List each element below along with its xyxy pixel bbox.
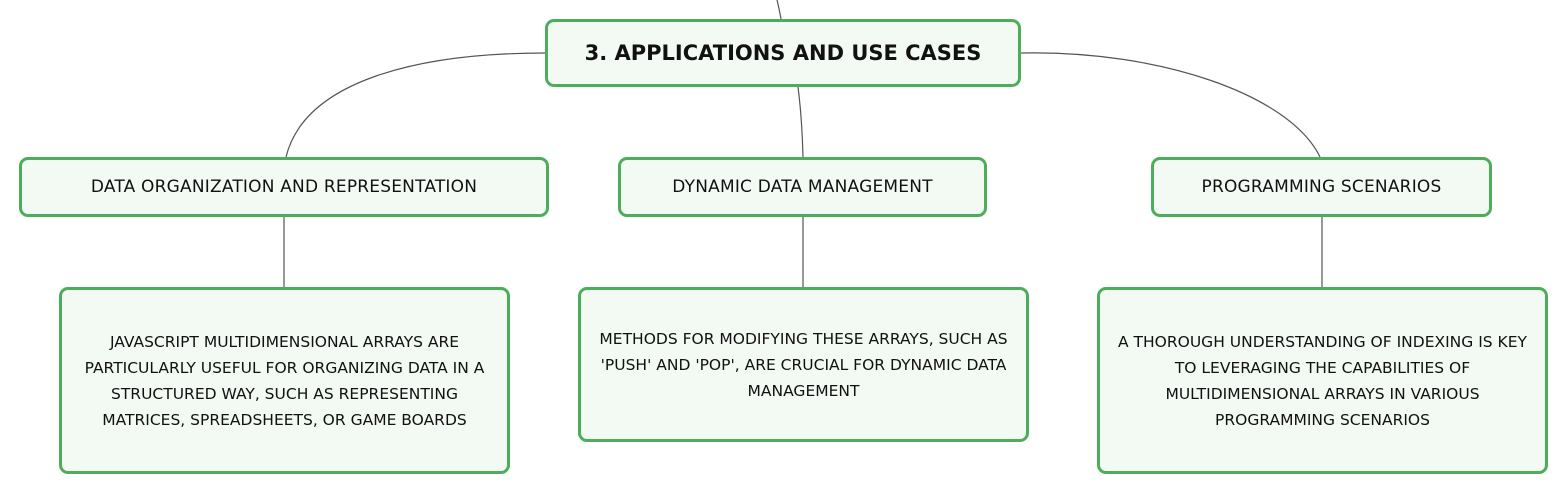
root-node-label: 3. APPLICATIONS AND USE CASES	[584, 41, 982, 65]
branch-node-label: PROGRAMMING SCENARIOS	[1201, 177, 1442, 197]
leaf-node-text: A THOROUGH UNDERSTANDING OF INDEXING IS …	[1118, 332, 1527, 429]
branch-node-programming-scenarios[interactable]: PROGRAMMING SCENARIOS	[1151, 157, 1492, 217]
leaf-node-programming-scenarios-detail[interactable]: A THOROUGH UNDERSTANDING OF INDEXING IS …	[1097, 287, 1548, 474]
leaf-node-dynamic-data-detail[interactable]: METHODS FOR MODIFYING THESE ARRAYS, SUCH…	[578, 287, 1029, 442]
branch-node-label: DYNAMIC DATA MANAGEMENT	[672, 177, 933, 197]
connector-root-to-branch-3	[1020, 52, 1321, 158]
branch-node-data-organization[interactable]: DATA ORGANIZATION AND REPRESENTATION	[19, 157, 549, 217]
connector-root-to-branch-1	[285, 52, 546, 158]
branch-node-label: DATA ORGANIZATION AND REPRESENTATION	[90, 177, 478, 197]
leaf-node-data-organization-detail[interactable]: JAVASCRIPT MULTIDIMENSIONAL ARRAYS ARE P…	[59, 287, 510, 474]
branch-node-dynamic-data-management[interactable]: DYNAMIC DATA MANAGEMENT	[618, 157, 987, 217]
connector-root-to-branch-2	[797, 86, 804, 158]
root-node[interactable]: 3. APPLICATIONS AND USE CASES	[545, 19, 1021, 87]
leaf-node-text: METHODS FOR MODIFYING THESE ARRAYS, SUCH…	[599, 329, 1008, 400]
connector-parent-to-root	[776, 0, 782, 20]
leaf-node-text: JAVASCRIPT MULTIDIMENSIONAL ARRAYS ARE P…	[84, 332, 485, 429]
